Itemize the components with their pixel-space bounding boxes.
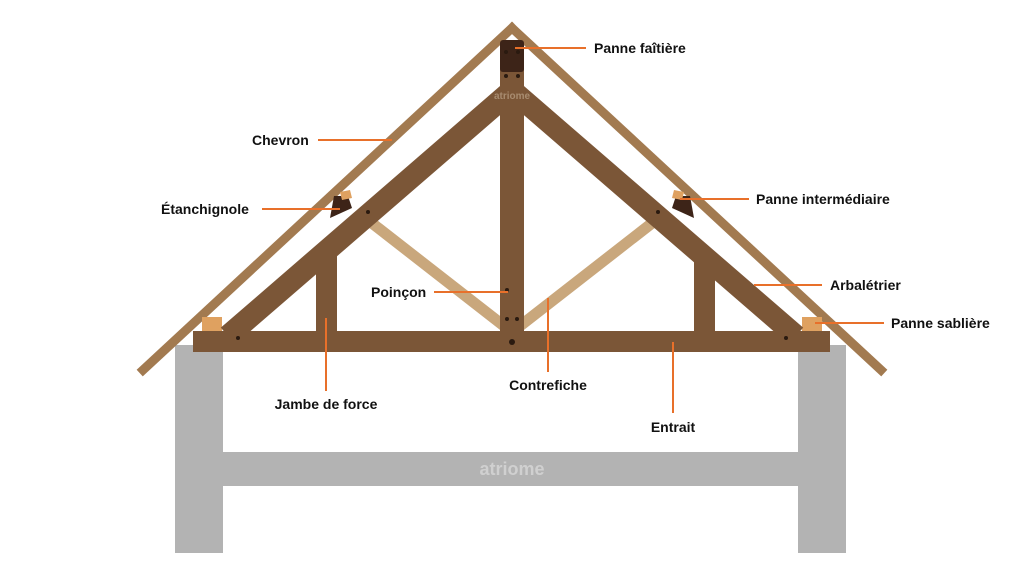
poincon: [500, 60, 524, 332]
jambe-de-force-left: [316, 252, 337, 332]
bolt: [515, 317, 519, 321]
floor-beam: [223, 452, 798, 486]
panne-intermediaire-right: [672, 196, 694, 218]
bolt: [504, 74, 508, 78]
panne-sabliere-right: [802, 317, 822, 331]
arbaletrier-right: [506, 83, 804, 345]
watermark-bottom: atriome: [479, 459, 544, 479]
watermark-brand: atriome: [479, 459, 544, 479]
labels: Panne faîtière Chevron Étanchignole Pann…: [161, 40, 990, 435]
pannes-intermediaires: [330, 190, 694, 218]
bolt: [516, 50, 520, 54]
label-panne-faitiere: Panne faîtière: [594, 40, 686, 56]
jambes-de-force: [316, 252, 715, 332]
watermark-brand-top: atriome: [494, 91, 531, 102]
label-etanchignole: Étanchignole: [161, 201, 249, 217]
arbaletrier-left: [220, 83, 518, 345]
panne-sabliere-left: [202, 317, 222, 331]
contrefiche-right: [516, 215, 660, 331]
arbaletriers: [220, 83, 804, 345]
bolt: [366, 210, 370, 214]
jambe-de-force-right: [694, 252, 715, 332]
bolt: [784, 336, 788, 340]
chevron-left: [136, 21, 519, 377]
etanchignole-left-cleat: [340, 190, 352, 200]
contrefiches: [364, 215, 660, 331]
etanchignole-left: [330, 196, 352, 218]
left-wall: [175, 345, 223, 553]
bolt: [656, 210, 660, 214]
bolt: [516, 74, 520, 78]
right-wall: [798, 345, 846, 553]
etanchignole-right-cleat: [672, 190, 684, 200]
label-chevron: Chevron: [252, 132, 309, 148]
watermark-top: atriome: [494, 91, 531, 102]
label-jambe-de-force: Jambe de force: [275, 396, 378, 412]
leader-lines: [262, 47, 884, 413]
masonry-structure: [175, 345, 846, 553]
label-entrait: Entrait: [651, 419, 696, 435]
label-arbaletrier: Arbalétrier: [830, 277, 901, 293]
label-panne-intermediaire: Panne intermédiaire: [756, 191, 890, 207]
panne-faitiere: [500, 40, 524, 72]
bolt: [505, 317, 509, 321]
contrefiche-left: [364, 215, 508, 331]
bolt: [509, 339, 515, 345]
bolt: [236, 336, 240, 340]
bolt: [504, 50, 508, 54]
label-panne-sabliere: Panne sablière: [891, 315, 990, 331]
label-poincon: Poinçon: [371, 284, 426, 300]
label-contrefiche: Contrefiche: [509, 377, 587, 393]
